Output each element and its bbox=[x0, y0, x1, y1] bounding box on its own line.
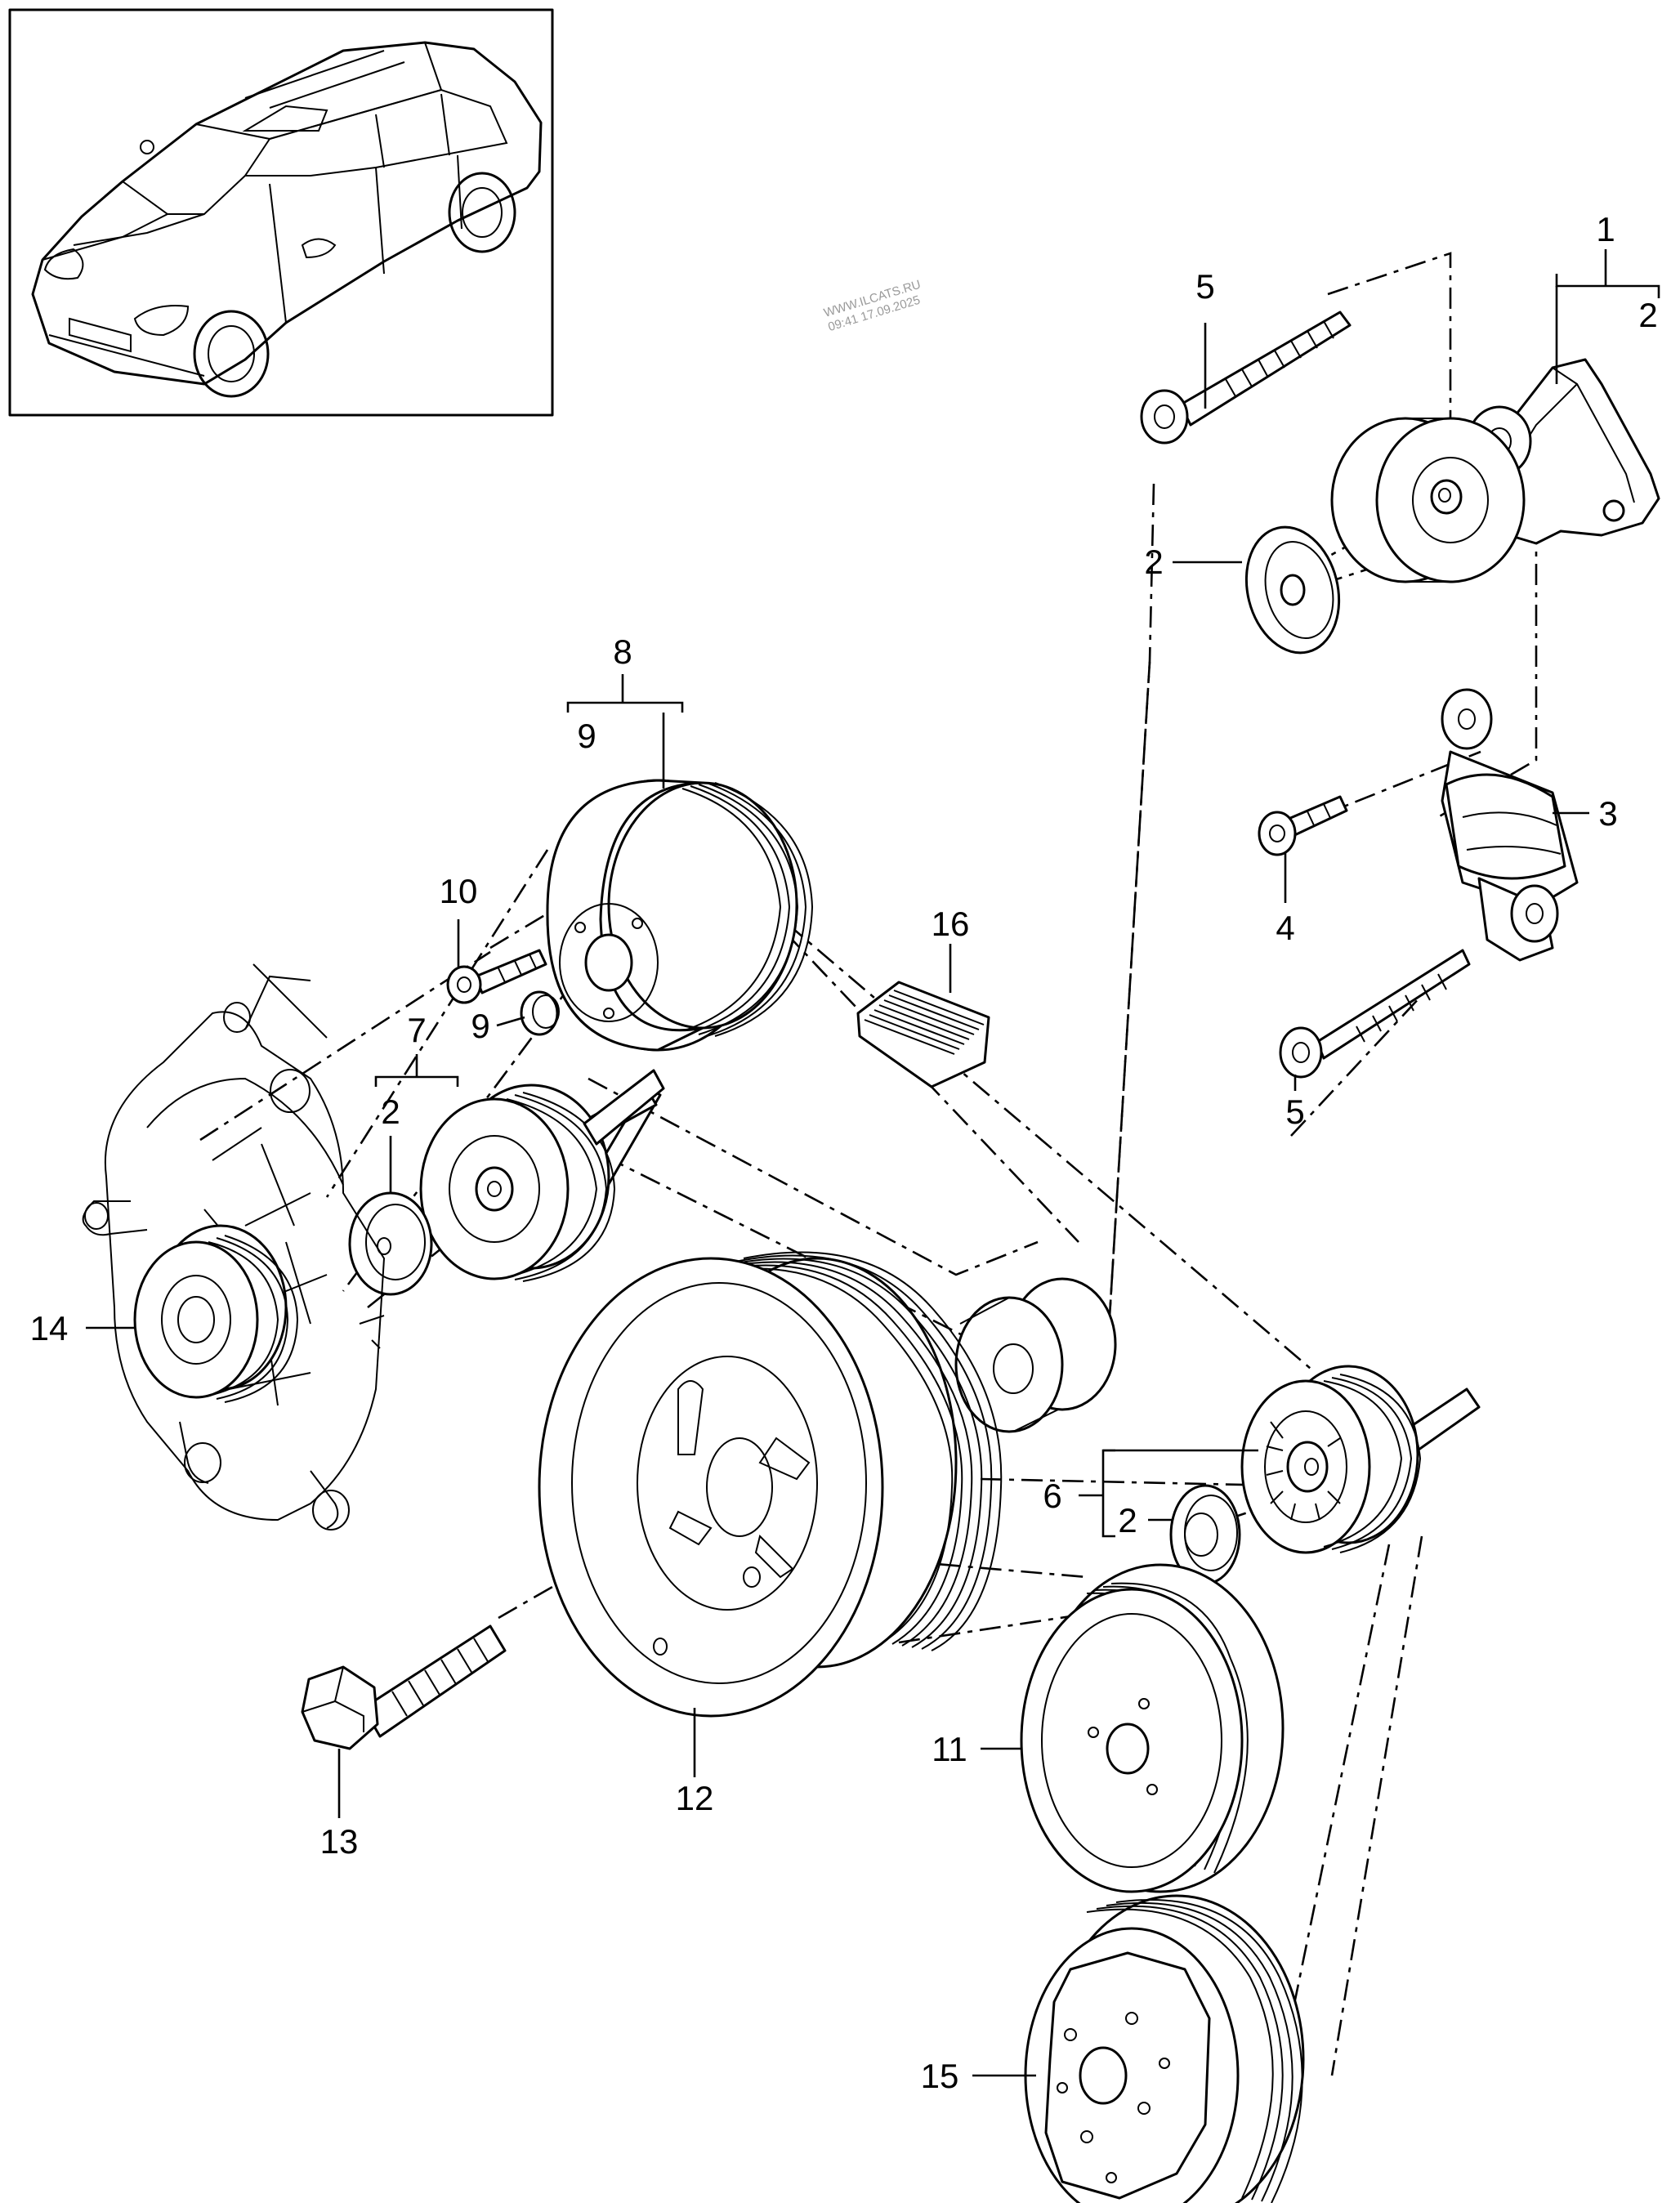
callout-3[interactable]: 3 bbox=[1598, 794, 1617, 833]
callout-10[interactable]: 10 bbox=[440, 872, 478, 910]
part-7-idler-pulley[interactable] bbox=[419, 1069, 665, 1282]
callout-1[interactable]: 1 bbox=[1596, 210, 1615, 248]
callout-2-tensioner[interactable]: 2 bbox=[1638, 296, 1657, 334]
idler-pulley-center[interactable] bbox=[954, 1277, 1117, 1433]
part-12-crank-pulley[interactable] bbox=[538, 1251, 1003, 1718]
callout-2-top-cap[interactable]: 2 bbox=[1144, 543, 1163, 581]
callout-16[interactable]: 16 bbox=[932, 905, 970, 943]
callout-labels: 1 2 5 2 8 9 3 4 16 10 9 7 5 2 14 6 2 11 … bbox=[30, 210, 1658, 2095]
callout-13[interactable]: 13 bbox=[320, 1822, 359, 1861]
belt-path bbox=[325, 816, 1423, 2076]
vehicle-thumbnail[interactable] bbox=[8, 8, 554, 417]
leader-lines bbox=[86, 249, 1660, 2077]
callout-4[interactable]: 4 bbox=[1276, 909, 1294, 947]
callout-2-lower-cap[interactable]: 2 bbox=[1118, 1501, 1137, 1539]
part-1-tensioner-assembly[interactable] bbox=[1330, 358, 1660, 583]
part-6-pulley[interactable] bbox=[1240, 1365, 1481, 1554]
watermark: WWW.ILCATS.RU 09:41 17.09.2025 bbox=[822, 278, 923, 334]
part-2-dust-cap-left[interactable] bbox=[348, 1191, 433, 1296]
thumbnail-frame bbox=[8, 8, 554, 417]
callout-14[interactable]: 14 bbox=[30, 1309, 69, 1347]
part-8-pulley[interactable] bbox=[546, 779, 814, 1052]
callout-11[interactable]: 11 bbox=[932, 1730, 967, 1768]
part-14-alternator[interactable] bbox=[82, 963, 386, 1530]
part-3-damper[interactable] bbox=[1441, 688, 1579, 962]
part-5-bolt-lower[interactable] bbox=[1279, 949, 1471, 1079]
callout-9-lower[interactable]: 9 bbox=[471, 1007, 489, 1045]
callout-7[interactable]: 7 bbox=[407, 1011, 426, 1049]
callout-5-lower[interactable]: 5 bbox=[1285, 1093, 1304, 1131]
part-5-bolt-top[interactable] bbox=[1140, 311, 1352, 445]
part-11-pulley[interactable] bbox=[1020, 1563, 1285, 1893]
callout-9-upper[interactable]: 9 bbox=[577, 717, 596, 755]
part-9-cap[interactable] bbox=[520, 990, 560, 1036]
callout-6[interactable]: 6 bbox=[1043, 1477, 1061, 1515]
part-2-dust-cap-top[interactable] bbox=[1234, 517, 1352, 663]
callout-12[interactable]: 12 bbox=[676, 1779, 714, 1817]
callout-2-left-cap[interactable]: 2 bbox=[381, 1093, 400, 1131]
callout-15[interactable]: 15 bbox=[921, 2057, 959, 2095]
callout-8[interactable]: 8 bbox=[613, 632, 632, 671]
part-10-bolt[interactable] bbox=[446, 949, 547, 1004]
part-13-crank-bolt[interactable] bbox=[301, 1624, 507, 1750]
suv-drawing bbox=[31, 41, 543, 398]
callout-5-top[interactable]: 5 bbox=[1195, 267, 1214, 306]
part-4-bolt[interactable] bbox=[1258, 795, 1348, 856]
part-16-belt[interactable] bbox=[856, 981, 990, 1088]
part-15-ac-pulley[interactable] bbox=[1024, 1894, 1305, 2203]
